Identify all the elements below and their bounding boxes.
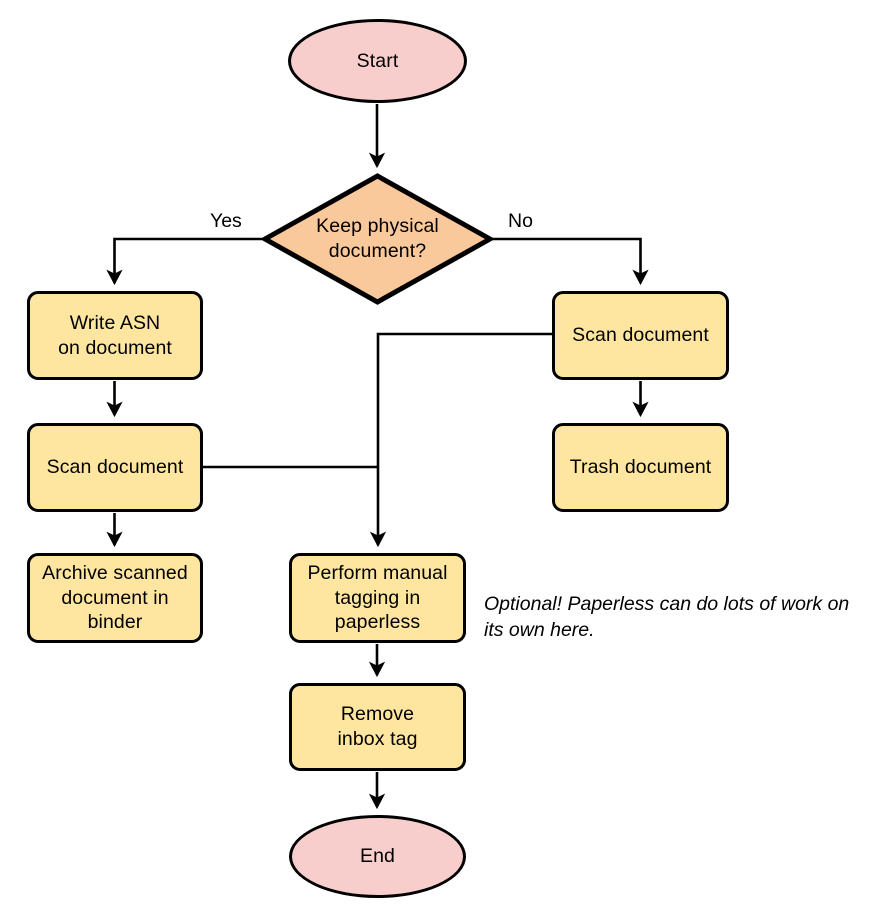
annotation-optional-note: Optional! Paperless can do lots of work … (484, 593, 850, 642)
node-write-asn-on-document[interactable]: Write ASN on document (27, 291, 203, 380)
node-decision-keep-physical-document[interactable]: Keep physical document? (262, 173, 493, 305)
node-trash-document-label: Trash document (569, 456, 712, 479)
node-end-label: End (360, 845, 395, 868)
node-scan-document-right[interactable]: Scan document (552, 291, 729, 380)
node-start[interactable]: Start (288, 19, 467, 103)
node-archive-scanned-document[interactable]: Archive scanned document in binder (27, 553, 203, 643)
node-write-asn-label: Write ASN on document (58, 311, 172, 359)
node-trash-document[interactable]: Trash document (552, 423, 729, 512)
node-end[interactable]: End (289, 815, 466, 898)
node-perform-manual-tagging[interactable]: Perform manual tagging in paperless (289, 553, 466, 643)
node-start-label: Start (356, 49, 399, 72)
edge-decision-to-scan-right (492, 237, 649, 286)
node-scan-document-left[interactable]: Scan document (27, 423, 203, 512)
node-archive-label: Archive scanned document in binder (42, 561, 188, 634)
edge-decision-to-write-asn (106, 237, 262, 286)
node-scan-document-right-label: Scan document (572, 324, 709, 347)
edge-label-yes: Yes (210, 210, 242, 232)
node-decision-label: Keep physical document? (316, 215, 439, 262)
node-remove-inbox-tag[interactable]: Remove inbox tag (289, 683, 466, 771)
node-scan-document-left-label: Scan document (46, 456, 184, 479)
edge-label-no: No (508, 210, 533, 232)
edge-scan-right-to-tagging (369, 332, 552, 548)
node-tagging-label: Perform manual tagging in paperless (307, 561, 448, 634)
node-remove-inbox-label: Remove inbox tag (337, 703, 418, 750)
diamond-shape (262, 173, 493, 305)
